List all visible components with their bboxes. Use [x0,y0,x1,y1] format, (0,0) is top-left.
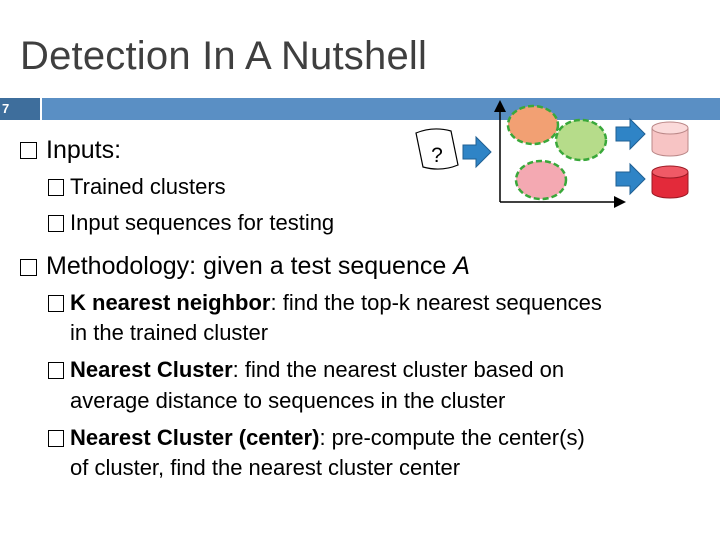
bullet-square-icon [48,362,64,379]
method-item-nearest-cluster-center-continued: of cluster, find the nearest cluster cen… [70,455,461,480]
slide-number: 7 [0,98,40,120]
query-sequence-icon: ? [415,128,459,170]
arrow-right-icon [615,117,646,151]
cluster-green [554,118,608,162]
methodology-heading: Methodology: given a test sequence A [46,252,470,281]
method-item-knn-continued: in the trained cluster [70,320,269,345]
database-anomaly-icon [651,165,689,199]
cluster-pink [514,159,568,201]
bullet-square-icon [48,295,64,312]
database-normal-icon [651,121,689,157]
arrow-right-icon [615,162,646,196]
bullet-square-icon [20,259,37,276]
method-item-text: : find the top-k nearest sequences [270,290,602,315]
method-item-bold: K nearest neighbor [70,290,271,315]
method-item-bold: Nearest Cluster (center) [70,425,320,450]
method-item-nearest-cluster-continued: average distance to sequences in the clu… [70,388,506,413]
scatter-axes [494,100,626,208]
inputs-item-label: Trained clusters [70,174,226,199]
inputs-heading: Inputs: [46,136,122,164]
inputs-item-trained-clusters: Trained clusters [48,174,226,200]
bullet-square-icon [48,179,64,196]
method-item-bold: Nearest Cluster [70,357,233,382]
bullet-square-icon [48,215,64,232]
method-item-knn: K nearest neighbor: find the top-k neare… [48,290,602,316]
bullet-square-icon [48,430,64,447]
bullet-square-icon [20,142,37,159]
methodology-heading-var: A [453,252,470,280]
methodology-heading-text: Methodology: given a test sequence [46,252,454,280]
cluster-orange [506,104,560,146]
method-item-text: : pre-compute the center(s) [319,425,585,450]
slide-title: Detection In A Nutshell [20,34,428,78]
query-label: ? [431,144,443,167]
method-item-text: : find the nearest cluster based on [232,357,565,382]
method-item-nearest-cluster: Nearest Cluster: find the nearest cluste… [48,357,564,383]
inputs-item-input-sequences: Input sequences for testing [48,210,334,236]
inputs-item-label: Input sequences for testing [70,210,335,235]
method-item-nearest-cluster-center: Nearest Cluster (center): pre-compute th… [48,425,585,451]
arrow-right-icon [462,135,492,169]
